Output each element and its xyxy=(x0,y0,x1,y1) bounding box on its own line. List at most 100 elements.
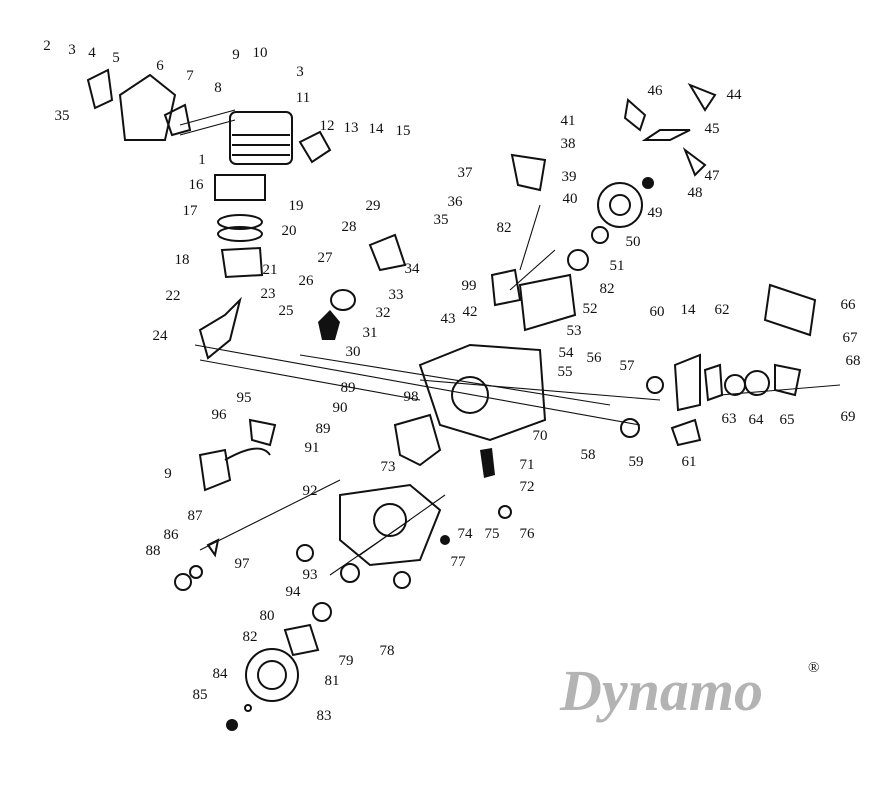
part-label-23: 23 xyxy=(261,286,276,302)
part-label-75: 75 xyxy=(485,526,500,542)
part-label-74: 74 xyxy=(458,526,474,542)
part-label-4: 4 xyxy=(88,45,96,61)
part-base-gasket xyxy=(214,174,266,201)
part-label-19: 19 xyxy=(289,198,304,214)
part-label-60: 60 xyxy=(650,304,665,320)
part-label-35: 35 xyxy=(434,212,449,228)
part-label-3: 3 xyxy=(68,42,76,58)
part-label-68: 68 xyxy=(846,353,861,369)
part-label-83: 83 xyxy=(317,708,332,724)
part-label-48: 48 xyxy=(688,185,703,201)
part-label-46: 46 xyxy=(648,83,664,99)
part-label-81: 81 xyxy=(325,673,340,689)
part-clutch-cover xyxy=(518,273,577,332)
part-label-56: 56 xyxy=(587,350,603,366)
part-label-59: 59 xyxy=(629,454,644,470)
part-label-53: 53 xyxy=(567,323,582,339)
part-label-95: 95 xyxy=(237,390,252,406)
part-label-86: 86 xyxy=(164,527,180,543)
part-label-20: 20 xyxy=(282,223,297,239)
part-label-89: 89 xyxy=(316,421,331,437)
part-label-25: 25 xyxy=(279,303,294,319)
part-label-38: 38 xyxy=(561,136,576,152)
part-label-37: 37 xyxy=(458,165,474,181)
part-label-67: 67 xyxy=(843,330,859,346)
assembly-lines xyxy=(194,204,841,576)
part-label-63: 63 xyxy=(722,411,737,427)
part-label-31: 31 xyxy=(363,325,378,341)
part-label-42: 42 xyxy=(463,304,478,320)
part-label-82: 82 xyxy=(243,629,258,645)
part-label-88: 88 xyxy=(146,543,161,559)
part-label-91: 91 xyxy=(305,440,320,456)
watermark: Dynamo xyxy=(559,658,763,723)
part-label-89: 89 xyxy=(341,380,356,396)
part-piston xyxy=(220,246,264,279)
part-label-52: 52 xyxy=(583,301,598,317)
part-ignition-module xyxy=(248,418,277,447)
part-flywheel xyxy=(245,648,299,702)
part-label-7: 7 xyxy=(186,68,194,84)
part-label-69: 69 xyxy=(841,409,856,425)
part-label-61: 61 xyxy=(682,454,697,470)
part-label-51: 51 xyxy=(610,258,625,274)
part-label-73: 73 xyxy=(381,459,396,475)
part-label-55: 55 xyxy=(558,364,573,380)
part-label-66: 66 xyxy=(841,297,857,313)
part-label-84: 84 xyxy=(213,666,229,682)
part-label-9: 9 xyxy=(164,466,172,482)
part-cylinder xyxy=(229,111,293,165)
part-label-77: 77 xyxy=(451,554,467,570)
part-label-54: 54 xyxy=(559,345,575,361)
registered-mark: ® xyxy=(808,660,819,676)
part-label-93: 93 xyxy=(303,567,318,583)
part-cover xyxy=(118,73,177,141)
part-label-92: 92 xyxy=(303,483,318,499)
part-label-1: 1 xyxy=(198,152,206,168)
part-starter xyxy=(673,353,701,412)
part-gasket xyxy=(86,68,114,110)
part-label-45: 45 xyxy=(705,121,720,137)
part-crankcase-half xyxy=(339,483,442,567)
part-label-2: 2 xyxy=(43,38,51,54)
part-worm xyxy=(318,310,340,340)
part-label-82: 82 xyxy=(600,281,615,297)
part-label-76: 76 xyxy=(520,526,536,542)
part-label-32: 32 xyxy=(376,305,391,321)
part-label-72: 72 xyxy=(520,479,535,495)
part-label-12: 12 xyxy=(320,118,335,134)
part-label-47: 47 xyxy=(705,168,721,184)
part-label-16: 16 xyxy=(189,177,205,193)
part-label-36: 36 xyxy=(448,194,464,210)
part-carburetor xyxy=(510,153,547,192)
part-air-filter xyxy=(763,283,817,337)
part-label-33: 33 xyxy=(389,287,404,303)
part-crankcase xyxy=(418,343,547,442)
part-oil-pump xyxy=(368,233,407,272)
part-gasket-98 xyxy=(393,413,442,467)
part-label-26: 26 xyxy=(299,273,315,289)
part-label-27: 27 xyxy=(318,250,334,266)
part-label-34: 34 xyxy=(405,261,421,277)
part-label-82: 82 xyxy=(497,220,512,236)
part-label-80: 80 xyxy=(260,608,275,624)
part-label-18: 18 xyxy=(175,252,190,268)
part-label-24: 24 xyxy=(153,328,169,344)
part-label-21: 21 xyxy=(263,262,278,278)
part-label-22: 22 xyxy=(166,288,181,304)
part-label-30: 30 xyxy=(346,344,361,360)
part-label-43: 43 xyxy=(441,311,456,327)
part-label-14: 14 xyxy=(369,121,385,137)
part-label-87: 87 xyxy=(188,508,204,524)
part-label-35: 35 xyxy=(55,108,70,124)
part-label-40: 40 xyxy=(563,191,578,207)
part-label-96: 96 xyxy=(212,407,228,423)
part-label-49: 49 xyxy=(648,205,663,221)
part-label-14: 14 xyxy=(681,302,697,318)
part-label-9: 9 xyxy=(232,47,240,63)
part-label-13: 13 xyxy=(344,120,359,136)
part-label-39: 39 xyxy=(562,169,577,185)
part-label-78: 78 xyxy=(380,643,395,659)
part-label-62: 62 xyxy=(715,302,730,318)
